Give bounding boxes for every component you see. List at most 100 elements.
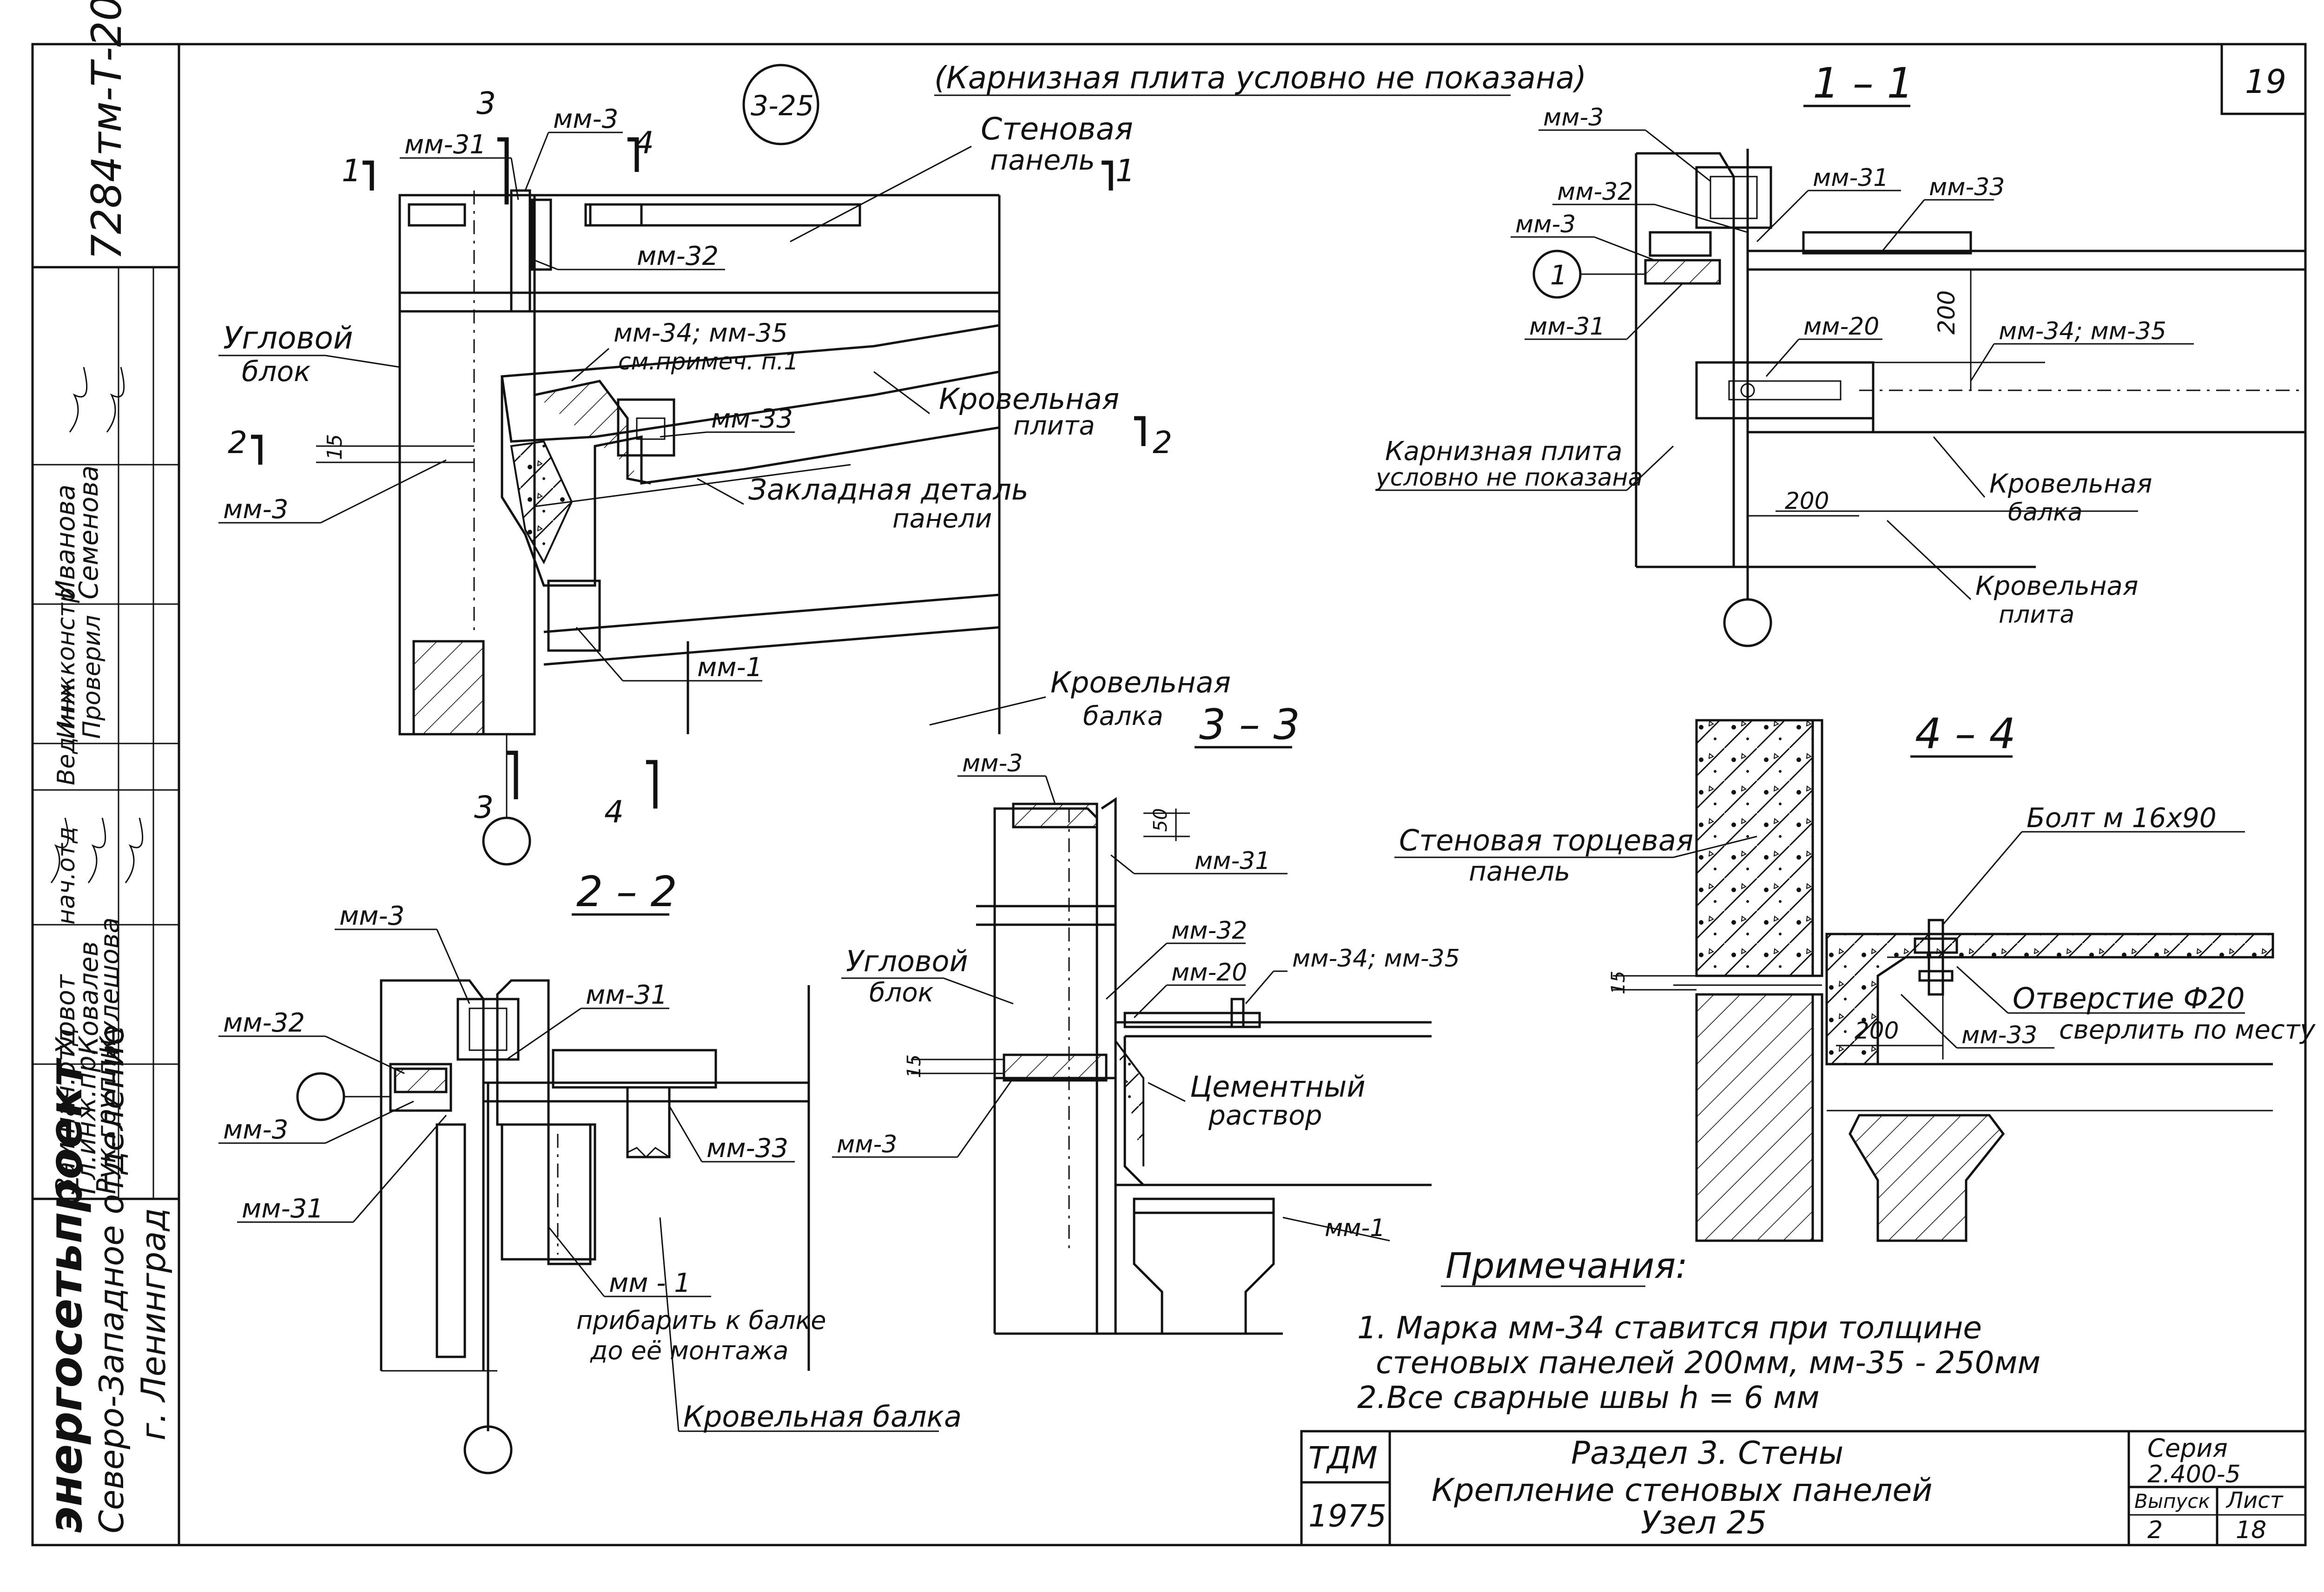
cut-2-left: 2 bbox=[228, 425, 247, 460]
section-1-1-title: 1 – 1 bbox=[1813, 59, 1914, 108]
label-mm33: мм-33 bbox=[706, 1133, 788, 1164]
label-cornice-2: условно не показана bbox=[1375, 464, 1643, 492]
label-end-panel-2: панель bbox=[1469, 855, 1570, 887]
notes-line-1: 1. Марка мм-34 ставится при толщине bbox=[1357, 1310, 1982, 1346]
series-value: 2.400-5 bbox=[2147, 1460, 2241, 1488]
cut-4-bottom: 4 bbox=[604, 794, 624, 830]
left-stamp-block: 7284тм-Т-20 энергосетьпроект Северо-Запа… bbox=[40, 0, 173, 1533]
label-embed-2: панели bbox=[892, 504, 992, 534]
label-mm34: мм-34; мм-35 bbox=[1292, 945, 1460, 973]
label-roof-plate-1: Кровельная bbox=[1975, 571, 2138, 601]
label-mm3: мм-3 bbox=[339, 901, 404, 931]
cut-3-top: 3 bbox=[476, 86, 496, 121]
label-hole-1: Отверстие Ф20 bbox=[2013, 981, 2245, 1015]
label-mm31: мм-31 bbox=[1195, 847, 1270, 875]
label-corner-block-2: блок bbox=[242, 355, 310, 388]
dim-200-h: 200 bbox=[1785, 487, 1829, 514]
label-wall-panel-1: Стеновая bbox=[981, 111, 1133, 147]
label-mm3: мм-3 bbox=[962, 750, 1023, 777]
label-dim15: 15 bbox=[904, 1054, 925, 1078]
name-0: Ховот bbox=[51, 974, 81, 1056]
notes-line-3: 2.Все сварные швы h = 6 мм bbox=[1357, 1380, 1820, 1415]
name-2: Кулешова bbox=[95, 917, 125, 1055]
series-label: Серия bbox=[2147, 1434, 2228, 1463]
title-block: TДM 1975 Раздел 3. Стены Крепление стено… bbox=[1300, 1430, 2307, 1546]
org-name: энергосетьпроект bbox=[40, 1058, 92, 1533]
role-0: Зам.нач.отд bbox=[51, 1028, 81, 1194]
label-mm1: мм - 1 bbox=[609, 1268, 691, 1298]
label-mm32: мм-32 bbox=[223, 1008, 305, 1038]
cut-2-right: 2 bbox=[1153, 425, 1172, 460]
note-top: (Карнизная плита условно не показана) bbox=[934, 60, 1586, 96]
cut-3-bottom: 3 bbox=[474, 789, 494, 825]
role-3: нач.отд bbox=[53, 827, 80, 925]
issue-value: 2 bbox=[2147, 1516, 2163, 1544]
title-drawing: Крепление стеновых панелей bbox=[1432, 1472, 1933, 1509]
section-2-2: 2 – 2 мм-3 мм-31 мм-32 мм-3 bbox=[218, 868, 962, 1474]
label-corner-block-1: Угловой bbox=[223, 320, 353, 356]
section-1-1: 1 – 1 1 200 200 мм-3 мм-3 bbox=[1375, 59, 2305, 647]
title-org: TДM bbox=[1308, 1440, 1378, 1476]
axis-marker bbox=[482, 816, 531, 866]
label-dim15: 15 bbox=[323, 434, 347, 460]
notes: Примечания: 1. Марка мм-34 ставится при … bbox=[1357, 1245, 2040, 1415]
label-corner-block-1: Угловой bbox=[846, 944, 968, 978]
label-mm31-top: мм-31 bbox=[1813, 164, 1888, 192]
label-cement-2: раствор bbox=[1208, 1099, 1322, 1131]
label-mm33: мм-33 bbox=[1961, 1021, 2037, 1049]
label-mm32: мм-32 bbox=[1171, 917, 1247, 945]
dim-200-v: 200 bbox=[1933, 290, 1960, 335]
title-node: Узел 25 bbox=[1641, 1505, 1767, 1541]
title-year: 1975 bbox=[1308, 1498, 1386, 1534]
role-1: Гл.инж.пр. bbox=[72, 1047, 102, 1194]
label-roof-plate-1: Кровельная bbox=[939, 382, 1119, 416]
label-weld-2: до её монтажа bbox=[590, 1336, 789, 1365]
label-mm32: мм-32 bbox=[1557, 178, 1633, 206]
label-mm34: мм-34; мм-35 bbox=[614, 318, 788, 348]
label-roof-plate-2: плита bbox=[1013, 411, 1095, 441]
sheet-number: 19 bbox=[2245, 63, 2286, 101]
label-mm3b: мм-3 bbox=[837, 1131, 897, 1158]
title-section: Раздел 3. Стены bbox=[1571, 1435, 1843, 1472]
node-mark: 3-25 bbox=[751, 90, 814, 122]
label-mm1: мм-1 bbox=[697, 652, 762, 683]
signature bbox=[50, 817, 69, 883]
label-end-panel-1: Стеновая торцевая bbox=[1399, 823, 1693, 857]
label-mm31: мм-31 bbox=[404, 130, 486, 160]
stamp-code: 7284тм-Т-20 bbox=[83, 0, 131, 260]
section-4-4: 4 – 4 200 15 Стеновая торцевая панель Бо… bbox=[1394, 710, 2316, 1242]
label-mm34: мм-34; мм-35 bbox=[1999, 317, 2166, 345]
node-mark-circle bbox=[742, 64, 819, 145]
axis-marker bbox=[463, 1425, 513, 1474]
axis-marker bbox=[1723, 598, 1772, 647]
label-mm20: мм-20 bbox=[1803, 313, 1879, 341]
label-mm33: мм-33 bbox=[1929, 173, 2005, 201]
label-roof-beam-1: Кровельная bbox=[1989, 469, 2152, 499]
signature bbox=[125, 817, 144, 883]
notes-line-2: стеновых панелей 200мм, мм-35 - 250мм bbox=[1376, 1345, 2040, 1381]
signature bbox=[69, 367, 88, 433]
role-5: Инж.констр bbox=[53, 588, 80, 739]
notes-heading: Примечания: bbox=[1446, 1245, 1688, 1286]
cut-4-top: 4 bbox=[634, 125, 654, 161]
label-mm3: мм-3 bbox=[1543, 104, 1604, 132]
signature bbox=[106, 367, 125, 433]
section-2-2-title: 2 – 2 bbox=[576, 868, 677, 916]
cut-1-left: 1 bbox=[342, 153, 361, 189]
label-mm33: мм-33 bbox=[711, 404, 793, 434]
label-mm3b: мм-3 bbox=[223, 1115, 288, 1145]
label-roof-plate-2: плита bbox=[1999, 601, 2074, 629]
axis-1: 1 bbox=[1550, 259, 1567, 291]
role-4: Вед.инж bbox=[53, 676, 80, 785]
signature bbox=[87, 817, 106, 883]
label-mm31-left: мм-31 bbox=[1529, 313, 1605, 341]
sheet-label: Лист bbox=[2225, 1487, 2284, 1513]
view-3-25: 3-25 (Карнизная плита условно не показан… bbox=[218, 60, 1586, 866]
label-roof-beam-2: балка bbox=[1083, 701, 1163, 731]
label-cement-1: Цементный bbox=[1190, 1070, 1366, 1104]
label-mm34-note: см.примеч. п.1 bbox=[618, 348, 799, 375]
label-mm3-top: мм-3 bbox=[553, 104, 618, 134]
label-cornice-1: Карнизная плита bbox=[1385, 436, 1623, 467]
label-bolt: Болт м 16x90 bbox=[2027, 802, 2217, 834]
